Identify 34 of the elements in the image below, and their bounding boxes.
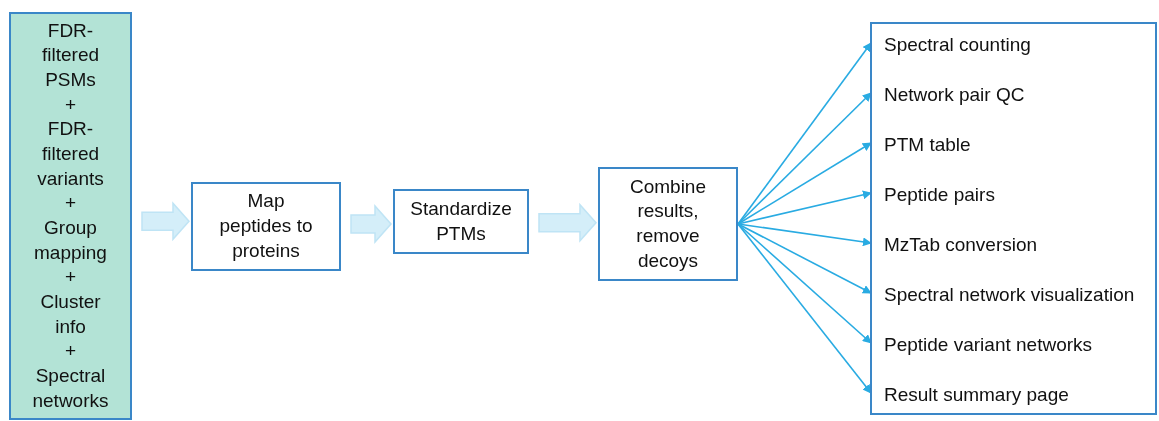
output-label: Peptide variant networks [884, 332, 1093, 357]
output-label: PTM table [884, 132, 971, 157]
input-box [9, 12, 132, 420]
output-label: MzTab conversion [884, 232, 1038, 257]
output-label: Peptide pairs [884, 182, 995, 207]
output-label: Spectral network visualization [884, 282, 1135, 307]
box-label: + [64, 265, 77, 290]
box-label: + [64, 92, 77, 117]
box-label: Standardize PTMs [409, 196, 513, 246]
box-label: FDR-filtered PSMs [41, 18, 100, 92]
output-label: Network pair QC [884, 82, 1025, 107]
box-label: Group mapping [33, 216, 108, 265]
box-label: Combine results, remove decoys [628, 174, 707, 273]
output-list-box [870, 22, 1157, 415]
box-label: Spectral networks [31, 364, 110, 413]
block-arrow [141, 201, 190, 242]
box-label: FDR-filtered variants [36, 117, 105, 191]
block-arrow [350, 204, 392, 244]
arrow [737, 223, 872, 344]
arrow [737, 92, 872, 225]
process-box [191, 182, 341, 271]
output-label: Spectral counting [884, 32, 1031, 57]
box-label: Map peptides to proteins [218, 189, 314, 263]
output-label: Result summary page [884, 382, 1069, 407]
arrow [737, 223, 872, 247]
process-box [598, 167, 738, 281]
box-label: + [64, 339, 77, 364]
box-label: Cluster info [39, 290, 102, 339]
arrow [737, 223, 872, 294]
arrow [737, 142, 872, 225]
block-arrow [538, 202, 597, 243]
box-label: + [64, 191, 77, 216]
arrow [737, 190, 872, 225]
process-box [393, 189, 529, 254]
